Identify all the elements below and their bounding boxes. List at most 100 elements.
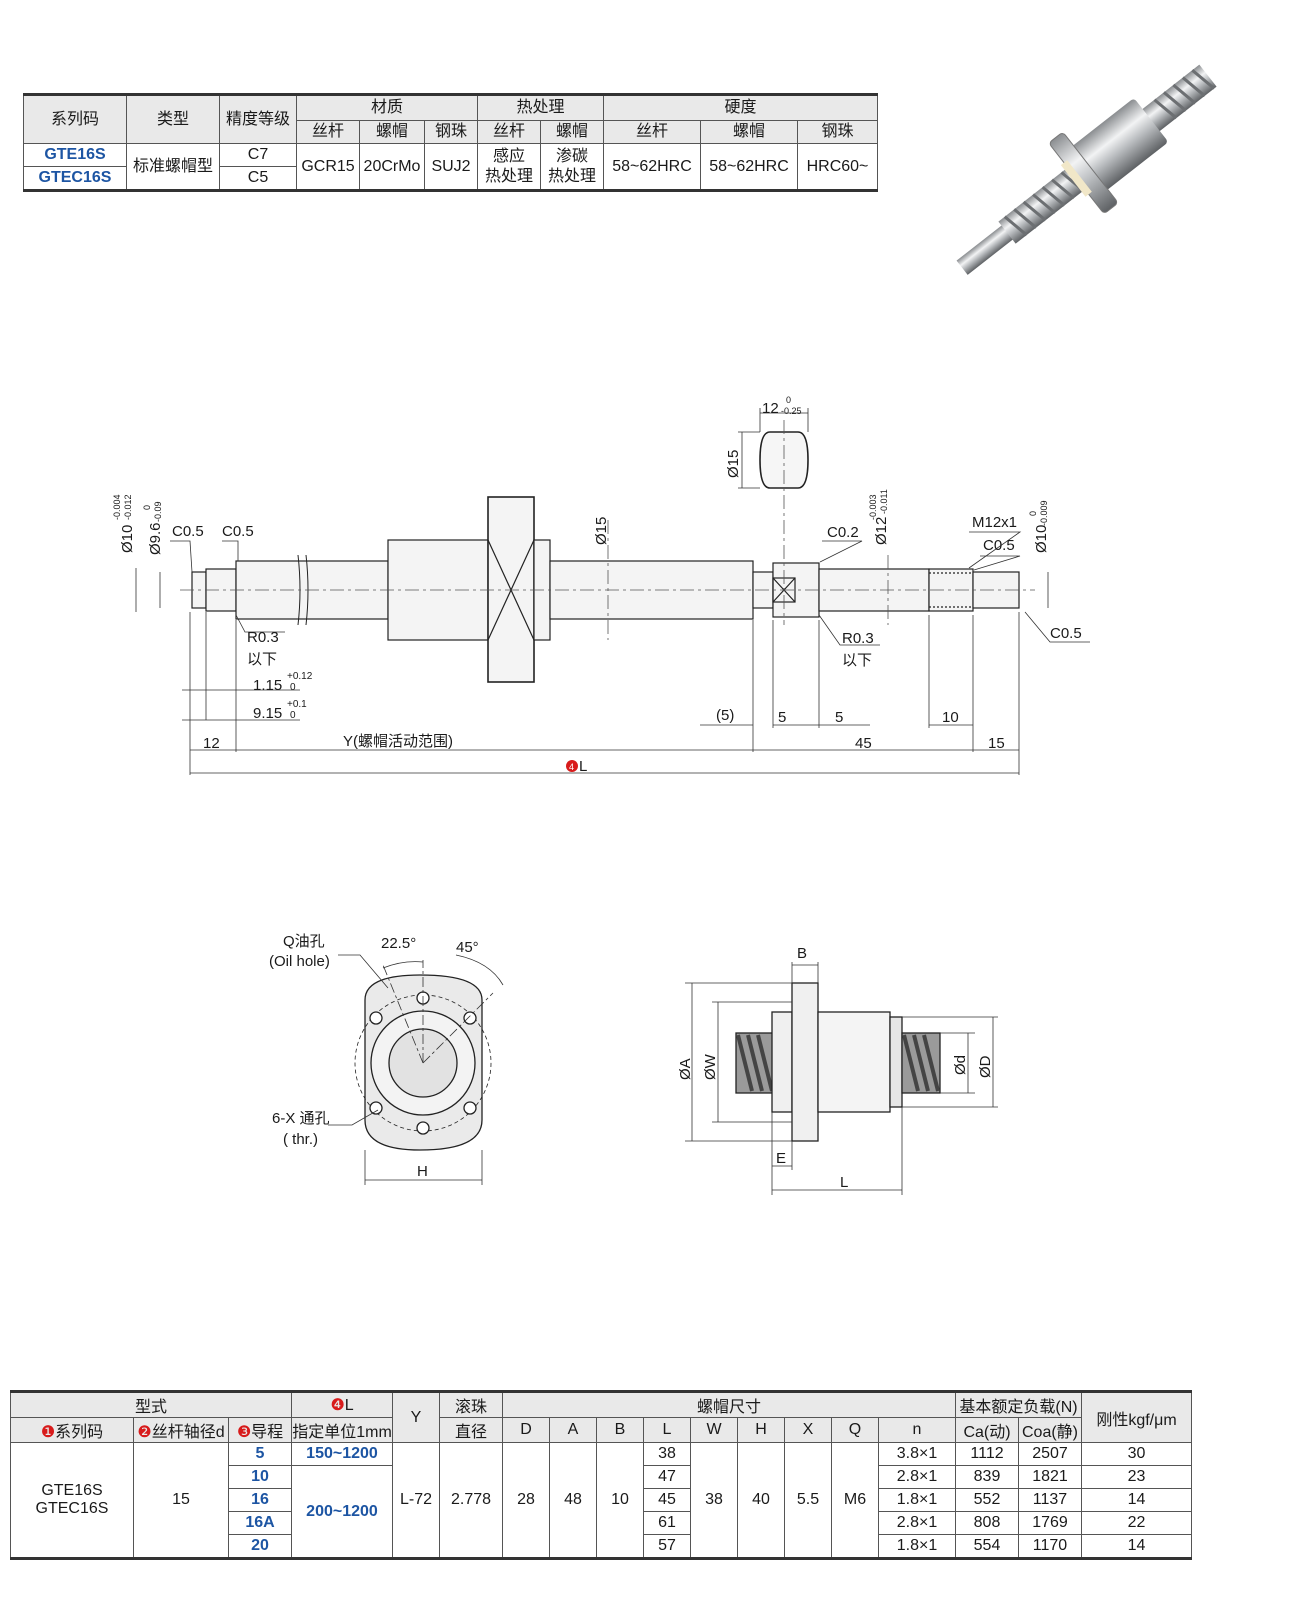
svg-text:-0.012: -0.012 <box>123 494 133 520</box>
mat-ball-cell: SUJ2 <box>424 143 478 192</box>
nut-side-view: B ØA ØW Ød ØD E L <box>677 945 998 1195</box>
svg-text:0: 0 <box>142 505 152 510</box>
svg-text:4: 4 <box>569 762 574 772</box>
th-heat-screw: 丝杆 <box>477 120 541 144</box>
svg-text:Ø15: Ø15 <box>725 450 742 478</box>
B-cell: 10 <box>596 1442 644 1560</box>
svg-text:ØW: ØW <box>702 1053 719 1080</box>
ca-cell: 552 <box>955 1488 1019 1512</box>
precision-cell: C5 <box>219 166 297 192</box>
hard-ball-cell: HRC60~ <box>797 143 878 192</box>
type-cell: 标准螺帽型 <box>126 143 220 192</box>
dim-labels: 12 0 -0.25 Ø15 Ø10 -0.004 -0.012 Ø9.6 0 … <box>112 395 1082 775</box>
th-model: 型式 <box>10 1390 292 1418</box>
D-cell: 28 <box>502 1442 550 1560</box>
svg-text:B: B <box>797 945 807 962</box>
svg-text:Ø9.6: Ø9.6 <box>147 522 164 555</box>
svg-text:1.15: 1.15 <box>253 677 282 694</box>
svg-text:以下: 以下 <box>247 651 277 668</box>
ca-cell: 554 <box>955 1534 1019 1560</box>
spec-table: 系列码 类型 精度等级 材质 热处理 硬度 丝杆 螺帽 钢珠 丝杆 螺帽 丝杆 … <box>23 93 878 192</box>
svg-text:( thr.): ( thr.) <box>283 1131 318 1148</box>
svg-text:Q油孔: Q油孔 <box>283 933 325 950</box>
lead-cell: 10 <box>228 1465 292 1489</box>
th-rigidity: 刚性kgf/μm <box>1081 1390 1192 1443</box>
n-cell: 1.8×1 <box>878 1534 956 1560</box>
th-lead: ❸导程 <box>228 1417 292 1443</box>
svg-text:-0.009: -0.009 <box>1039 500 1049 526</box>
precision-cell: C7 <box>219 143 297 167</box>
th-D: D <box>502 1417 550 1443</box>
Lc-cell: 47 <box>643 1465 691 1489</box>
lead-cell: 16A <box>228 1511 292 1535</box>
svg-text:L: L <box>579 758 587 775</box>
Lc-cell: 61 <box>643 1511 691 1535</box>
svg-text:5: 5 <box>778 709 786 726</box>
L-range-cell: 200~1200 <box>291 1465 393 1560</box>
svg-text:Ø15: Ø15 <box>593 517 610 545</box>
mat-nut-cell: 20CrMo <box>359 143 425 192</box>
svg-text:以下: 以下 <box>842 652 872 669</box>
svg-text:C0.2: C0.2 <box>827 524 859 541</box>
n-cell: 2.8×1 <box>878 1511 956 1535</box>
heat-screw-cell: 感应热处理 <box>477 143 541 192</box>
svg-text:6-X 通孔: 6-X 通孔 <box>272 1110 330 1127</box>
svg-text:-0.004: -0.004 <box>112 494 122 520</box>
n-cell: 3.8×1 <box>878 1442 956 1466</box>
ca-cell: 839 <box>955 1465 1019 1489</box>
th-H: H <box>737 1417 785 1443</box>
svg-text:-0.09: -0.09 <box>153 501 163 522</box>
series-code: GTEC16S <box>23 166 127 192</box>
th-coa: Coa(静) <box>1018 1417 1082 1443</box>
svg-text:ØA: ØA <box>677 1058 694 1080</box>
th-L: ❹L <box>291 1390 393 1418</box>
svg-text:22.5°: 22.5° <box>381 935 416 952</box>
coa-cell: 1170 <box>1018 1534 1082 1560</box>
svg-text:+0.1: +0.1 <box>287 699 307 710</box>
hard-screw-cell: 58~62HRC <box>603 143 701 192</box>
th-L-unit: 指定单位1mm <box>291 1417 393 1443</box>
series-code: GTE16S <box>23 143 127 167</box>
th-hard-nut: 螺帽 <box>700 120 798 144</box>
svg-text:+0.12: +0.12 <box>287 671 313 682</box>
th-W: W <box>690 1417 738 1443</box>
hard-nut-cell: 58~62HRC <box>700 143 798 192</box>
svg-text:-0.003: -0.003 <box>868 494 878 520</box>
th-mat-ball: 钢珠 <box>424 120 478 144</box>
th-heat-nut: 螺帽 <box>540 120 604 144</box>
ca-cell: 808 <box>955 1511 1019 1535</box>
th-hardness: 硬度 <box>603 93 878 121</box>
svg-text:L: L <box>840 1174 848 1191</box>
svg-text:-0.011: -0.011 <box>879 489 889 514</box>
shaft-cell: 15 <box>133 1442 229 1560</box>
svg-text:C0.5: C0.5 <box>172 523 204 540</box>
heat-nut-cell: 渗碳热处理 <box>540 143 604 192</box>
svg-text:H: H <box>417 1163 428 1180</box>
rigid-cell: 14 <box>1081 1534 1192 1560</box>
svg-text:0: 0 <box>1028 511 1038 516</box>
th-A: A <box>549 1417 597 1443</box>
th-ball-1: 滚珠 <box>439 1390 503 1418</box>
th-Q: Q <box>831 1417 879 1443</box>
svg-text:12: 12 <box>203 735 220 752</box>
rigid-cell: 23 <box>1081 1465 1192 1489</box>
rigid-cell: 14 <box>1081 1488 1192 1512</box>
n-cell: 2.8×1 <box>878 1465 956 1489</box>
svg-text:M12x1: M12x1 <box>972 514 1017 531</box>
svg-text:(Oil hole): (Oil hole) <box>269 953 330 970</box>
coa-cell: 2507 <box>1018 1442 1082 1466</box>
ca-cell: 1112 <box>955 1442 1019 1466</box>
svg-text:E: E <box>776 1150 786 1167</box>
th-ball-2: 直径 <box>439 1417 503 1443</box>
svg-text:Ø10: Ø10 <box>119 525 136 553</box>
th-hard-ball: 钢珠 <box>797 120 878 144</box>
lead-cell: 5 <box>228 1442 292 1466</box>
th-Y: Y <box>392 1390 440 1443</box>
th-ca: Ca(动) <box>955 1417 1019 1443</box>
svg-text:C0.5: C0.5 <box>1050 625 1082 642</box>
svg-text:0: 0 <box>786 395 791 405</box>
n-cell: 1.8×1 <box>878 1488 956 1512</box>
th-shaft: ❷丝杆轴径d <box>133 1417 229 1443</box>
Lc-cell: 38 <box>643 1442 691 1466</box>
th-heat: 热处理 <box>477 93 604 121</box>
